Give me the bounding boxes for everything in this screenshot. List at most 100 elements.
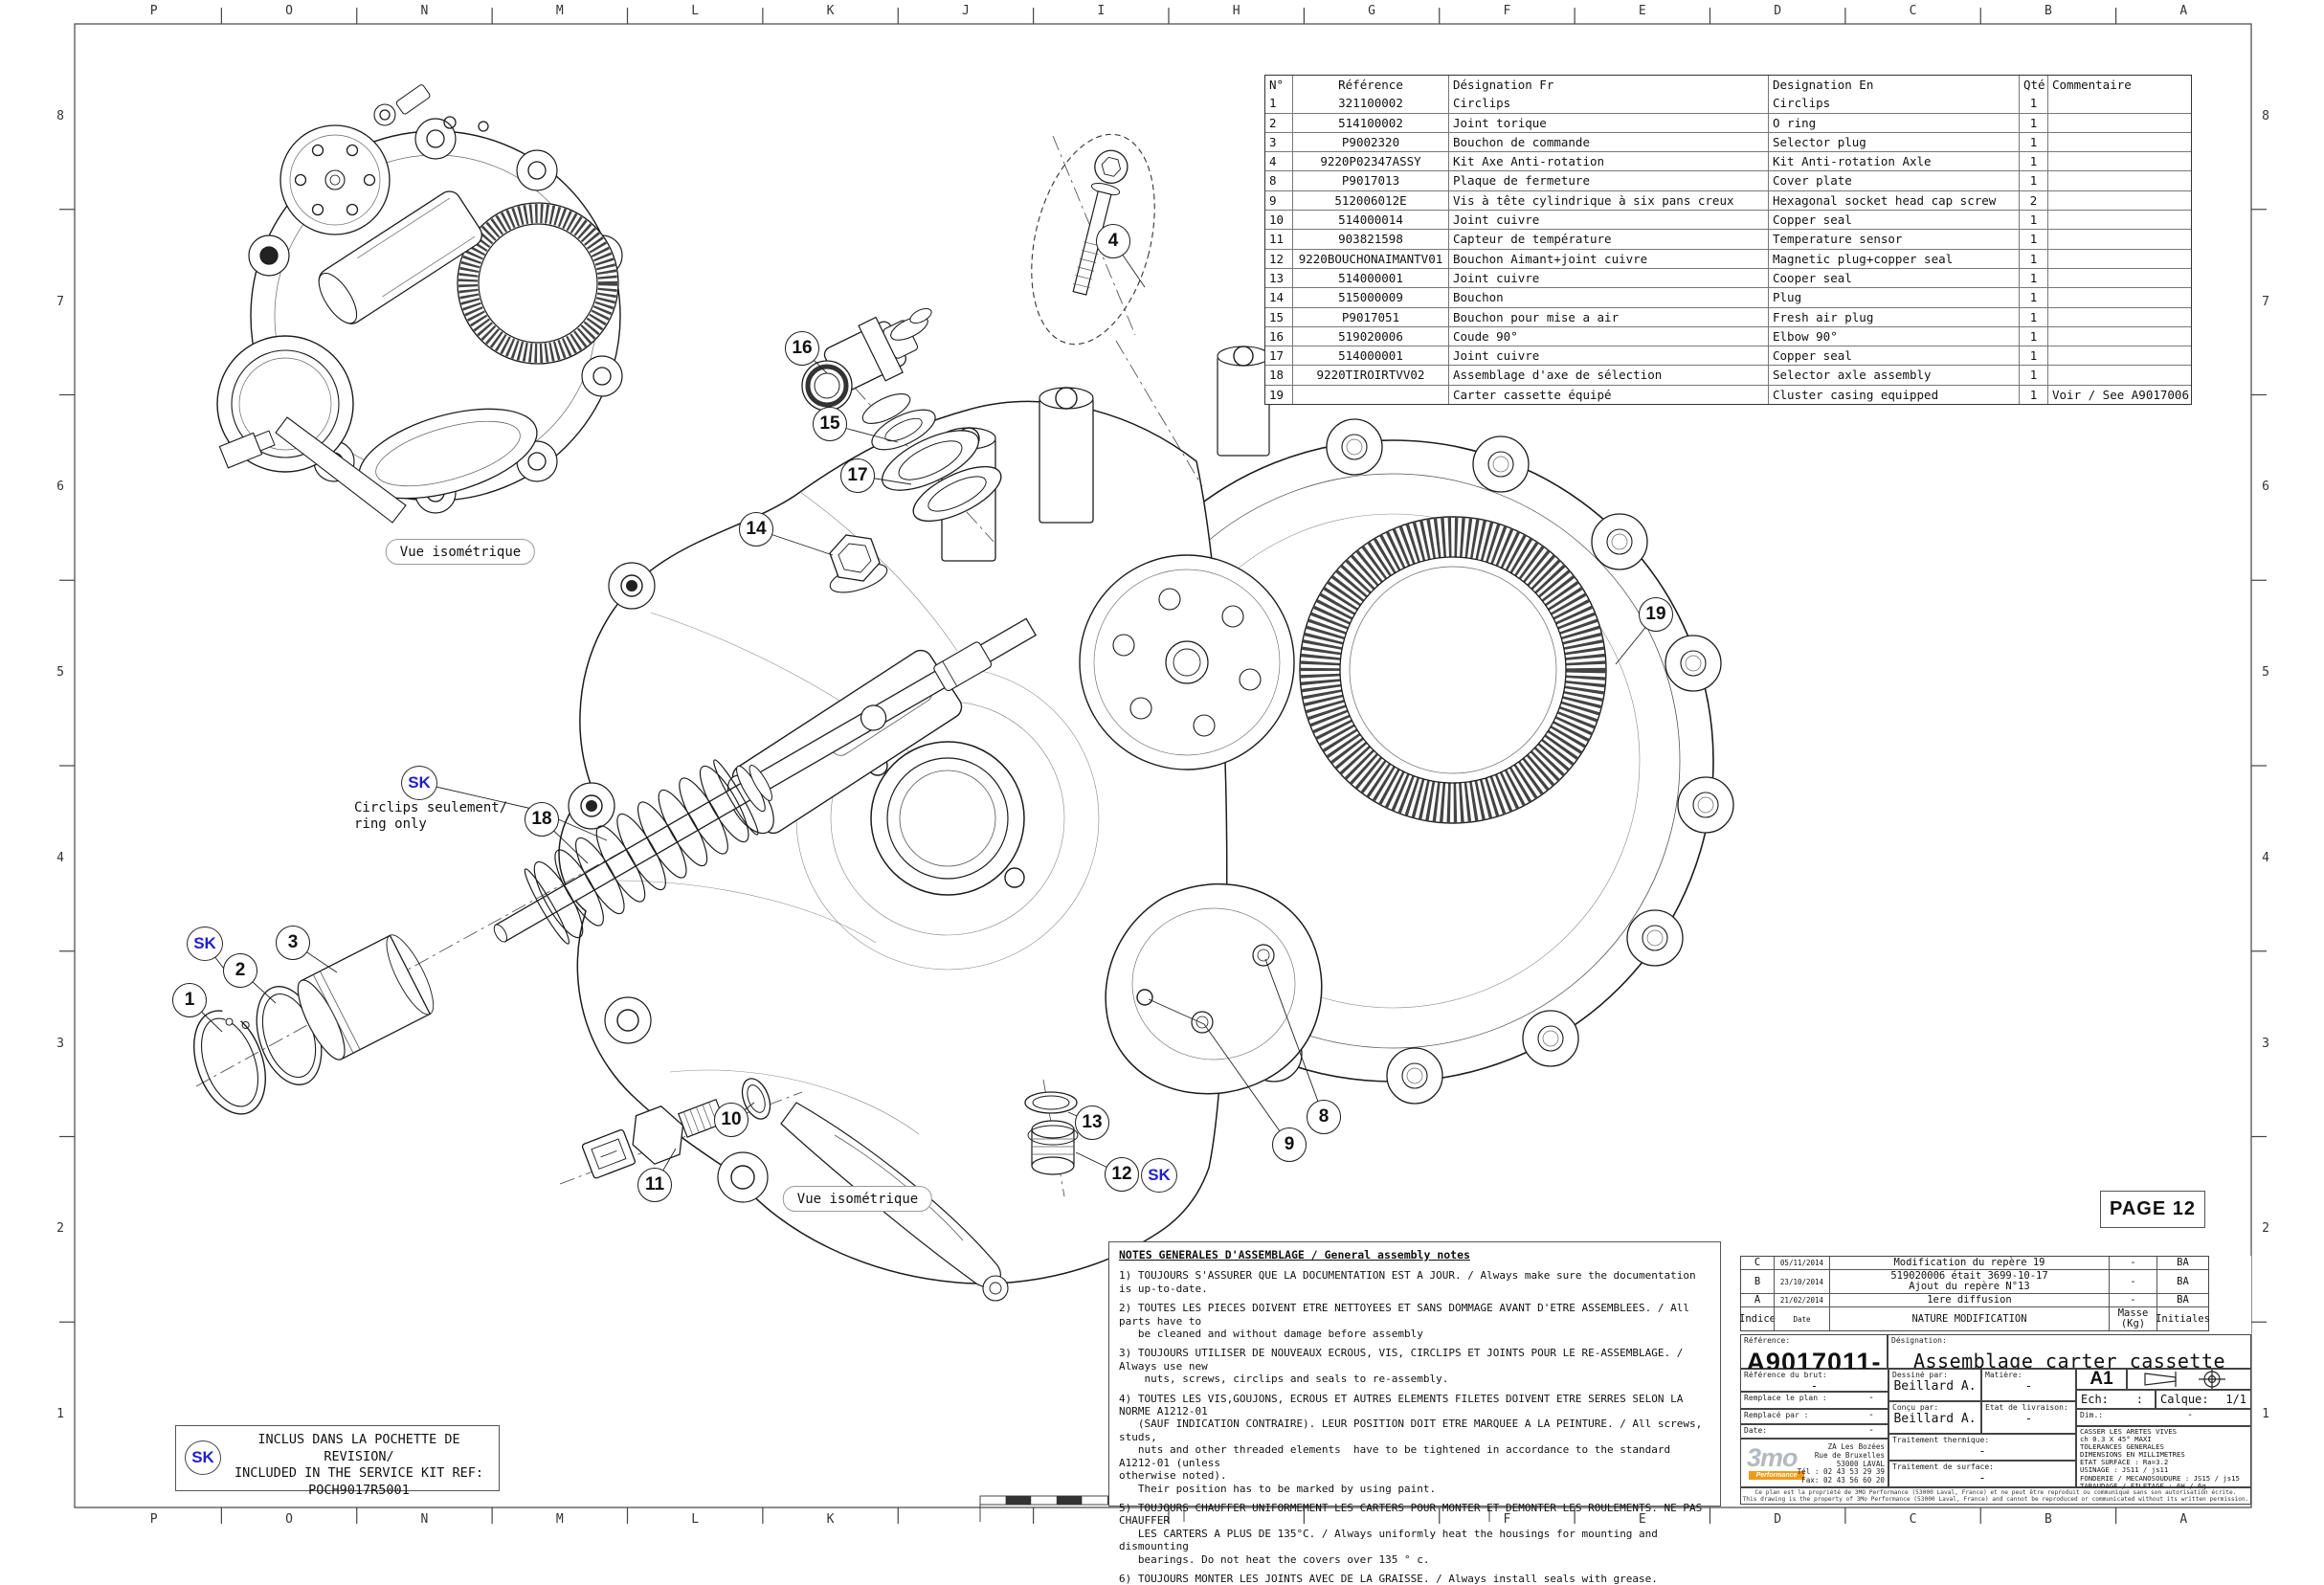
surface-treatment-label: Traitement de surface: <box>1892 1462 1994 1471</box>
grid-letter-bottom: M <box>555 1512 564 1527</box>
dim-cell: Dim.: - <box>2076 1409 2251 1426</box>
bom-cell <box>2047 307 2191 326</box>
bom-cell <box>2047 190 2191 211</box>
legal-line: This drawing is the property of 3Mo Perf… <box>1742 1496 2249 1504</box>
bom-cell: 18 <box>1269 368 1285 383</box>
bom-cell: 9220BOUCHONAIMANTV01 <box>1292 249 1448 268</box>
page-number-box: PAGE 12 <box>2100 1191 2205 1228</box>
bom-cell <box>2047 249 2191 268</box>
iso-view-label-1: Vue isométrique <box>385 539 536 565</box>
grid-letter-top: H <box>1232 4 1240 18</box>
needle-bearing-ring <box>1299 516 1607 824</box>
temperature-sensor <box>581 1098 726 1179</box>
bom-cell: Joint torique <box>1448 113 1768 132</box>
grid-number-right: 6 <box>2262 480 2269 495</box>
grid-number-left: 3 <box>56 1036 64 1051</box>
elbow-fitting <box>801 307 932 412</box>
circlip-1 <box>193 1000 266 1115</box>
grid-letter-top: L <box>691 4 700 18</box>
bom-cell <box>2047 326 2191 346</box>
reference-label: Référence: <box>1744 1336 1791 1345</box>
bom-cell: 321100002 <box>1292 94 1448 113</box>
iso-view-label-2-text: Vue isométrique <box>796 1191 919 1207</box>
grid-letter-top: D <box>1774 4 1782 18</box>
bom-cell: 14 <box>1269 290 1285 305</box>
tolerance-line: CASSER LES ARETES VIVES <box>2080 1427 2178 1436</box>
heat-treatment-label: Traitement thermique: <box>1892 1436 1990 1444</box>
anti-rotation-detail <box>1031 133 1155 346</box>
delivery-value: - <box>2024 1412 2033 1425</box>
bom-cell: Hexagonal socket head cap screw <box>1768 190 2019 211</box>
bom-cell: 11 <box>1269 232 1285 247</box>
grid-letter-top: E <box>1638 4 1646 18</box>
bom-cell: Fresh air plug <box>1768 307 2019 326</box>
designation-cell: Désignation: Assemblage carter cassette <box>1888 1334 2251 1373</box>
surface-treatment-cell: Traitement de surface: - <box>1888 1461 2076 1487</box>
revision-cell: BA <box>2156 1294 2208 1306</box>
service-kit-line2: INCLUDED IN THE SERVICE KIT REF: <box>234 1465 484 1481</box>
leader-line <box>418 782 537 811</box>
revision-cell: BA <box>2156 1257 2208 1269</box>
revision-header-cell: Initiales <box>2156 1307 2210 1330</box>
revision-cell: - <box>2109 1257 2156 1269</box>
grid-letter-bottom: K <box>826 1512 835 1527</box>
heat-treatment-value: - <box>1978 1444 1986 1458</box>
grid-letter-bottom: B <box>2045 1512 2052 1527</box>
grid-number-right: 4 <box>2262 850 2269 865</box>
bom-cell: Bouchon de commande <box>1448 132 1768 152</box>
dim-label: Dim.: <box>2080 1411 2104 1419</box>
grid-letter-bottom: N <box>420 1512 429 1527</box>
copper-seal-10 <box>741 1078 771 1120</box>
assembly-note: 2) TOUTES LES PIECES DOIVENT ETRE NETTOY… <box>1119 1302 1690 1341</box>
grid-letter-top: F <box>1503 4 1511 18</box>
drawn-by-value: Beillard A. <box>1893 1379 1977 1394</box>
grid-number-right: 1 <box>2262 1407 2269 1422</box>
revision-cell: BA <box>2156 1270 2208 1293</box>
bom-cell: 1 <box>2019 249 2047 268</box>
address-line: Fax: 02 43 56 60 20 <box>1801 1476 1885 1485</box>
grid-letter-bottom: D <box>1774 1512 1782 1527</box>
balloon-11: 11 <box>637 1168 672 1202</box>
projection-symbol-cell <box>2127 1369 2251 1390</box>
bom-cell <box>2047 132 2191 152</box>
grid-number-right: 3 <box>2262 1036 2269 1051</box>
bom-cell: 19 <box>1269 387 1285 402</box>
revision-cell: C <box>1754 1257 1761 1268</box>
balloon-1: 1 <box>172 983 207 1017</box>
address-line: 53000 LAVAL <box>1836 1459 1885 1468</box>
lower-cover-plate <box>1105 882 1323 1095</box>
drawn-by-cell: Dessiné par: Beillard A. <box>1888 1369 1981 1401</box>
bom-cell <box>1292 385 1448 405</box>
bom-cell: 4 <box>1269 154 1277 169</box>
material-value: - <box>2024 1379 2033 1393</box>
bom-cell: 9220P02347ASSY <box>1292 152 1448 171</box>
bom-cell: Copper seal <box>1768 346 2019 366</box>
revision-cell: 23/10/2014 <box>1774 1270 1829 1293</box>
bom-cell: 3 <box>1269 134 1277 149</box>
grid-number-left: 2 <box>56 1221 64 1237</box>
revision-cell: 519020006 était 3699-10-17 Ajout du repè… <box>1829 1270 2109 1293</box>
bom-cell: Plug <box>1768 288 2019 307</box>
bom-cell <box>2047 211 2191 230</box>
replaces-label: Remplace le plan : <box>1744 1394 1827 1402</box>
bom-cell: 514100002 <box>1292 113 1448 132</box>
delivery-cell: Etat de livraison: - <box>1981 1401 2076 1434</box>
tolerance-line: ch 0.3 X 45° MAXI <box>2080 1435 2152 1444</box>
assembly-notes-title: NOTES GENERALES D'ASSEMBLAGE / General a… <box>1119 1248 1470 1261</box>
bom-cell: Voir / See A9017006 <box>2047 385 2191 405</box>
bom-cell: Circlips <box>1768 94 2019 113</box>
layer-label: Calque: <box>2160 1393 2209 1406</box>
grid-letter-bottom: C <box>1909 1512 1917 1527</box>
revision-header-cell: Indice <box>1739 1312 1776 1325</box>
bom-cell: 1 <box>2019 326 2047 346</box>
bom-header-cell: Designation En <box>1768 76 2019 95</box>
bom-cell: Selector axle assembly <box>1768 366 2019 385</box>
bom-cell: 519020006 <box>1292 326 1448 346</box>
company-logo-sub: Performance <box>1749 1471 1804 1480</box>
grid-letter-top: B <box>2045 4 2052 18</box>
grid-number-left: 6 <box>56 480 64 495</box>
